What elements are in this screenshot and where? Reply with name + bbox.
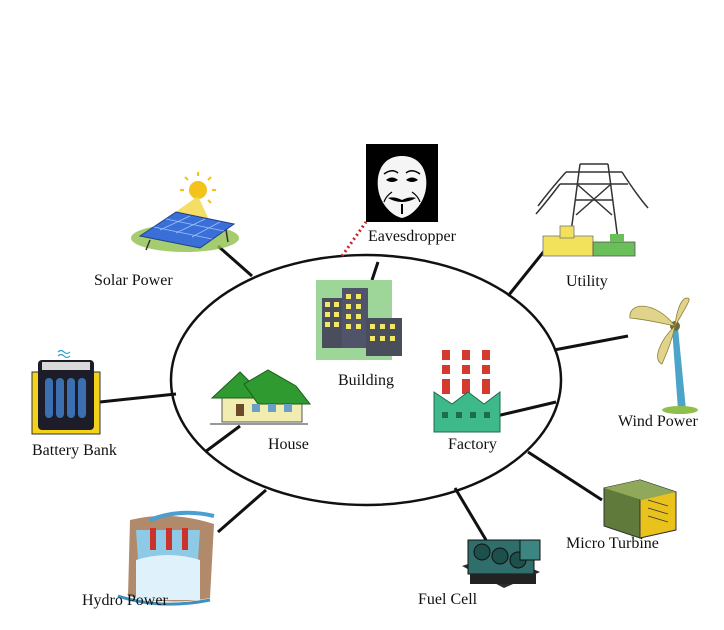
link-building-top (370, 261, 380, 281)
link-utility (506, 249, 547, 297)
utility-tower-icon (535, 163, 649, 257)
micro-turbine-label: Micro Turbine (566, 535, 659, 552)
anonymous-mask-icon (366, 144, 438, 222)
factory-icon (433, 350, 501, 433)
connection-lines (99, 244, 629, 541)
link-hydro (217, 488, 267, 534)
link-house-inner (204, 424, 241, 454)
house-icon (210, 369, 312, 425)
micro-turbine-icon (603, 479, 677, 539)
link-battery (99, 392, 177, 404)
battery-bank-icon (31, 349, 101, 435)
eavesdrop-link (340, 221, 368, 257)
link-wind (553, 334, 629, 352)
microgrid-ellipse (169, 253, 563, 507)
hydro-dam-icon (117, 510, 215, 606)
house-label: House (268, 436, 309, 453)
battery-bank-label: Battery Bank (32, 442, 117, 459)
building-label: Building (338, 372, 395, 389)
solar-power-label: Solar Power (94, 272, 173, 289)
fuel-cell-label: Fuel Cell (418, 591, 478, 608)
hydro-power-label: Hydro Power (82, 592, 168, 609)
solar-panel-icon (131, 172, 239, 252)
building-icon (316, 280, 402, 360)
factory-label: Factory (448, 436, 497, 453)
wind-power-label: Wind Power (618, 413, 698, 430)
link-solar (217, 244, 253, 278)
link-fuel (453, 487, 488, 541)
wind-turbine-icon (629, 297, 698, 414)
link-micro (527, 450, 603, 502)
fuel-cell-icon (462, 539, 541, 588)
eavesdropper-label: Eavesdropper (368, 228, 456, 245)
utility-label: Utility (566, 273, 608, 290)
